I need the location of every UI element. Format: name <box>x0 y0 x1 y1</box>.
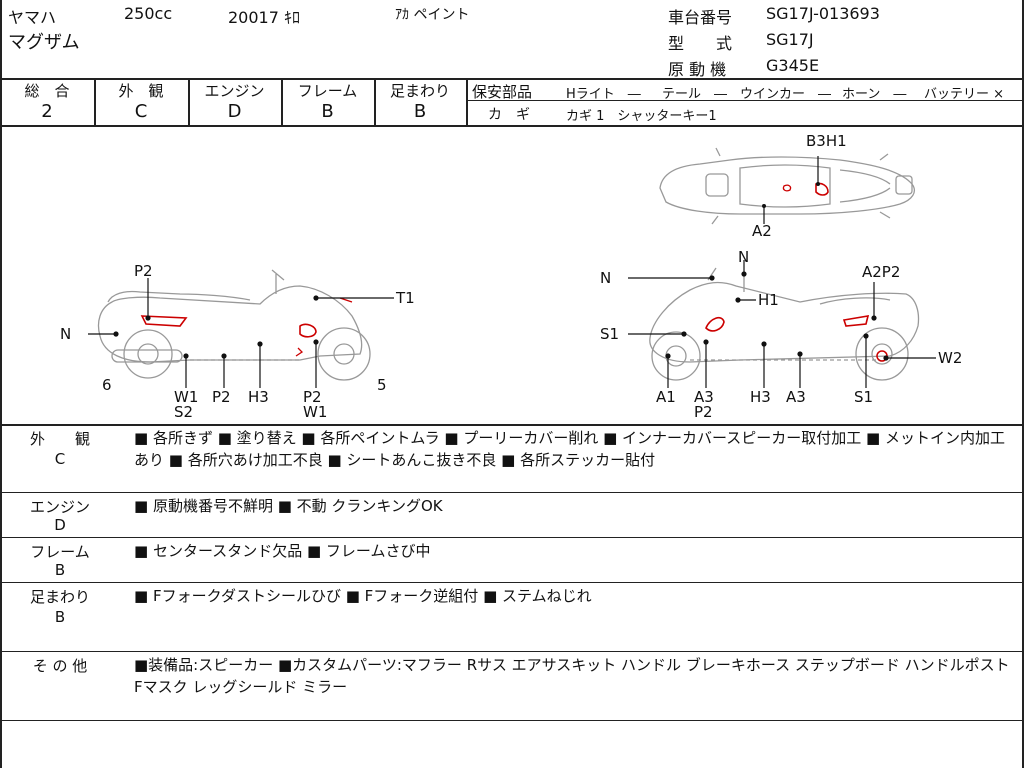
section-other-name: そ の 他 <box>32 657 88 675</box>
section-other-notes: ■装備品:スピーカー ■カスタムパーツ:マフラー Rサス エアサスキット ハンド… <box>134 656 1010 696</box>
label-b3h1: B3H1 <box>806 132 847 150</box>
label-left-5: 5 <box>377 376 387 394</box>
scooter-right-view <box>649 267 920 381</box>
color: ｱｶ ペイント <box>395 7 470 23</box>
safety-taillight: テール ― <box>662 87 728 102</box>
label-right-h1: H1 <box>758 291 779 309</box>
label-right-a3b: A3 <box>786 388 806 406</box>
line-key-top <box>466 100 1024 101</box>
scooter-left-view <box>97 269 371 381</box>
label-left-h3: H3 <box>248 388 269 406</box>
section-suspension-notes: ■ Fフォークダストシールひび ■ Fフォーク逆組付 ■ ステムねじれ <box>134 587 592 605</box>
safety-winker: ウインカー ― <box>740 87 832 102</box>
section-suspension-name: 足まわり <box>29 588 90 606</box>
section-exterior-name: 外 観 <box>29 430 90 448</box>
label-left-t1: T1 <box>395 289 415 307</box>
safety-headlight: Hライト ― <box>566 87 641 102</box>
model-name: マグザム <box>8 32 80 53</box>
safety-battery: バッテリー × <box>924 87 1005 102</box>
grade-overall-value: 2 <box>41 101 53 122</box>
frame-right <box>1022 0 1024 768</box>
grade-div-4 <box>374 78 376 126</box>
mileage: 20017 ｷﾛ <box>228 8 300 27</box>
label-right-n2: N <box>738 248 749 266</box>
grade-exterior-label: 外 観 <box>118 82 164 100</box>
grade-engine-label: エンジン <box>204 82 265 100</box>
label-left-n: N <box>60 325 71 343</box>
engine-model-value: G345E <box>766 56 820 75</box>
grade-frame-value: B <box>321 101 334 122</box>
type-label: 型 式 <box>668 34 733 53</box>
label-right-w2: W2 <box>938 349 962 367</box>
label-left-6: 6 <box>102 376 112 394</box>
grade-exterior-value: C <box>134 101 148 122</box>
label-right-s1b: S1 <box>854 388 873 406</box>
displacement: 250cc <box>124 4 173 23</box>
label-left-s2: S2 <box>174 403 193 421</box>
label-left-p2-top: P2 <box>134 262 153 280</box>
label-right-h3: H3 <box>750 388 771 406</box>
section-suspension-grade: B <box>54 608 66 626</box>
label-right-a3: A3 <box>694 388 714 406</box>
line-sec-3 <box>0 582 1024 583</box>
key-label: カ ギ <box>488 107 530 123</box>
grade-overall-label: 総 合 <box>24 82 70 100</box>
section-engine-name: エンジン <box>29 498 90 516</box>
section-exterior-grade: C <box>54 450 66 468</box>
section-frame-notes: ■ センタースタンド欠品 ■ フレームさび中 <box>134 542 431 560</box>
grade-engine-value: D <box>227 101 242 122</box>
section-frame-grade: B <box>54 561 66 579</box>
label-left-p2b: P2 <box>212 388 231 406</box>
label-left-w1b: W1 <box>303 403 327 421</box>
safety-horn: ホーン ― <box>842 87 907 102</box>
section-engine-grade: D <box>54 516 66 534</box>
frame-number-label: 車台番号 <box>668 8 733 27</box>
section-engine-notes: ■ 原動機番号不鮮明 ■ 不動 クランキングOK <box>134 497 443 515</box>
key-value: カギ 1 シャッターキー1 <box>566 109 717 124</box>
type-value: SG17J <box>766 30 814 49</box>
label-right-a1: A1 <box>656 388 676 406</box>
label-right-a2p2: A2P2 <box>862 263 900 281</box>
frame-left <box>0 0 2 768</box>
line-sec-1 <box>0 492 1024 493</box>
line-sec-5 <box>0 720 1024 721</box>
line-notes-top <box>0 424 1024 426</box>
section-frame-name: フレーム <box>30 543 90 561</box>
safety-parts-label: 保安部品 <box>472 83 533 101</box>
scooter-top-view <box>659 147 915 225</box>
grade-frame-label: フレーム <box>297 82 358 100</box>
frame-number-value: SG17J-013693 <box>766 4 880 23</box>
grade-suspension-label: 足まわり <box>389 82 450 100</box>
label-a2-top: A2 <box>752 222 772 240</box>
line-sec-2 <box>0 537 1024 538</box>
maker: ヤマハ <box>8 8 57 27</box>
line-sec-4 <box>0 651 1024 652</box>
grade-div-5 <box>466 78 468 126</box>
label-right-n: N <box>600 269 611 287</box>
line-grades-bottom <box>0 125 1024 127</box>
damage-diagram: B3H1 A2 P2 T1 N 6 W1 S2 P2 H3 P2 W1 5 <box>60 132 962 421</box>
grade-div-2 <box>188 78 190 126</box>
section-exterior-notes: ■ 各所きず ■ 塗り替え ■ 各所ペイントムラ ■ プーリーカバー削れ ■ イ… <box>134 429 1005 469</box>
label-right-p2: P2 <box>694 403 713 421</box>
label-right-s1: S1 <box>600 325 619 343</box>
line-grades-top <box>0 78 1024 80</box>
label-left-p2c: P2 <box>303 388 322 406</box>
grade-div-3 <box>281 78 283 126</box>
engine-model-label: 原 動 機 <box>668 60 727 79</box>
grade-div-1 <box>94 78 96 126</box>
label-left-w1a: W1 <box>174 388 198 406</box>
grade-suspension-value: B <box>413 101 427 122</box>
